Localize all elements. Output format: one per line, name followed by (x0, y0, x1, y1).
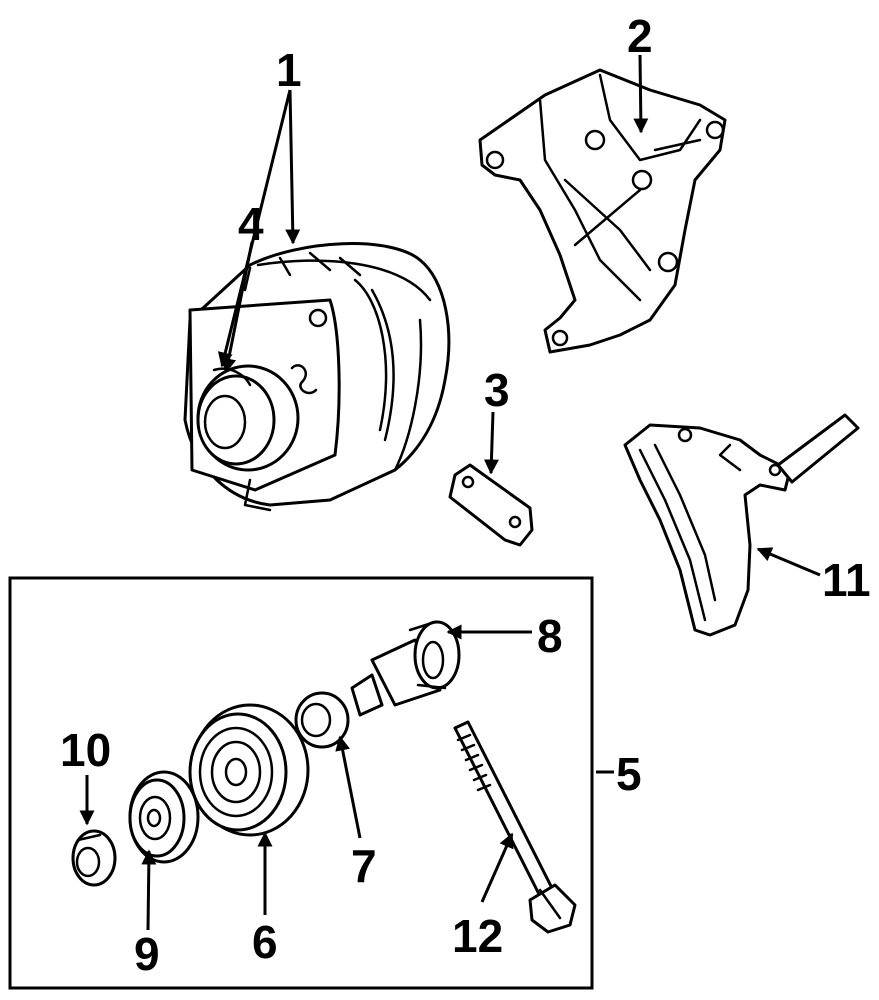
washer (294, 691, 350, 749)
callout-3: 3 (484, 364, 510, 416)
callout-labels: 1 2 3 4 5 6 7 8 9 10 11 12 (60, 10, 871, 980)
callout-7: 7 (351, 840, 377, 892)
long-bolt (453, 720, 577, 934)
assembly-box (8, 576, 594, 990)
callout-10: 10 (60, 724, 111, 776)
spacer-bolt (350, 620, 461, 717)
callout-9: 9 (134, 928, 160, 980)
callout-8: 8 (537, 610, 563, 662)
callout-4: 4 (238, 198, 264, 250)
alternator (183, 242, 451, 512)
callout-6: 6 (252, 916, 278, 968)
callout-2: 2 (627, 10, 653, 62)
dust-shield (128, 770, 200, 864)
leader-lines (79, 54, 821, 931)
link-plate (448, 463, 534, 547)
idler-pulley (188, 703, 310, 837)
callout-11: 11 (822, 554, 871, 606)
callout-1: 1 (276, 44, 302, 96)
mounting-bracket (478, 68, 727, 354)
callout-5: 5 (616, 748, 642, 800)
adjusting-bracket (623, 413, 860, 637)
cap-nut (71, 829, 117, 887)
callout-12: 12 (452, 910, 503, 962)
